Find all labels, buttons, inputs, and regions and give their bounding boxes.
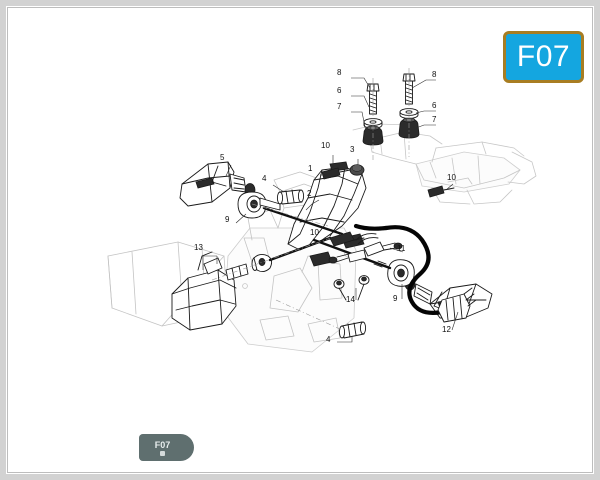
page-tag-badge[interactable]: F07 <box>139 434 194 461</box>
connector-10-right <box>427 177 473 198</box>
callout-2: 2 <box>307 189 312 198</box>
callout-3: 3 <box>350 145 355 154</box>
callout-12: 12 <box>442 325 451 334</box>
callout-8-right: 8 <box>432 70 437 79</box>
callout-5: 5 <box>220 153 225 162</box>
callout-7-right: 7 <box>432 115 437 124</box>
callout-10-upper: 10 <box>321 141 330 150</box>
callout-6-left: 6 <box>337 86 342 95</box>
parts-diagram-drawing: .s { fill:none; stroke:#1a1a1a; stroke-w… <box>107 68 537 353</box>
turn-signal-left <box>179 161 344 236</box>
connector-10-upper <box>321 167 351 180</box>
callout-13: 13 <box>194 243 203 252</box>
section-badge-label: F07 <box>516 40 571 73</box>
connector-cluster <box>328 233 403 264</box>
bolt-group-left <box>362 78 384 162</box>
callout-10-lower: 10 <box>310 228 319 237</box>
hex-bolt-left <box>366 83 380 115</box>
callout-9-right: 9 <box>393 294 398 303</box>
leader-lines <box>202 77 459 343</box>
page-tag-label: F07 <box>154 439 171 450</box>
section-badge[interactable]: F07 <box>503 31 584 83</box>
callout-9-left: 9 <box>225 215 230 224</box>
callout-4-upper: 4 <box>262 174 267 183</box>
callout-10-right: 10 <box>447 173 456 182</box>
callout-8-left: 8 <box>337 68 342 77</box>
callout-14: 14 <box>346 295 355 304</box>
callout-4-lower: 4 <box>326 335 331 344</box>
spacer-upper <box>251 189 329 227</box>
hex-bolt-right <box>402 73 416 105</box>
callout-1: 1 <box>308 164 313 173</box>
callout-7-left: 7 <box>337 102 342 111</box>
connector-10-lower <box>329 231 365 247</box>
bolt-group-right <box>398 68 420 157</box>
spacer-lower <box>275 299 367 339</box>
gear-icon <box>160 450 165 456</box>
grommet-right <box>398 117 420 139</box>
clip-14 <box>333 275 370 301</box>
rear-reflector <box>171 233 343 331</box>
callout-11: 11 <box>397 244 406 253</box>
wiring-harness <box>275 167 477 339</box>
callout-6-right: 6 <box>432 101 437 110</box>
